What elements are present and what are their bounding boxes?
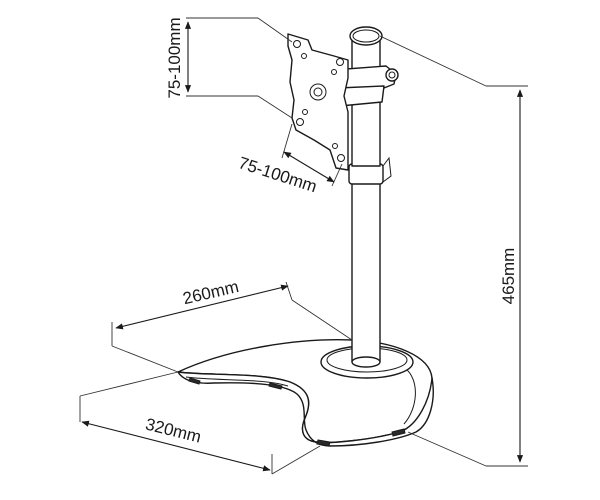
- label-total-height: 465mm: [499, 248, 518, 305]
- vesa-plate: [287, 33, 349, 171]
- dimension-total-height: 465mm: [379, 35, 528, 467]
- label-vesa-vertical: 75-100mm: [165, 17, 184, 98]
- label-base-depth: 260mm: [181, 277, 241, 308]
- stand-base: [177, 339, 434, 447]
- label-base-width: 320mm: [144, 415, 204, 447]
- label-vesa-horizontal: 75-100mm: [236, 153, 319, 196]
- dimension-vesa-vertical: 75-100mm: [165, 17, 293, 119]
